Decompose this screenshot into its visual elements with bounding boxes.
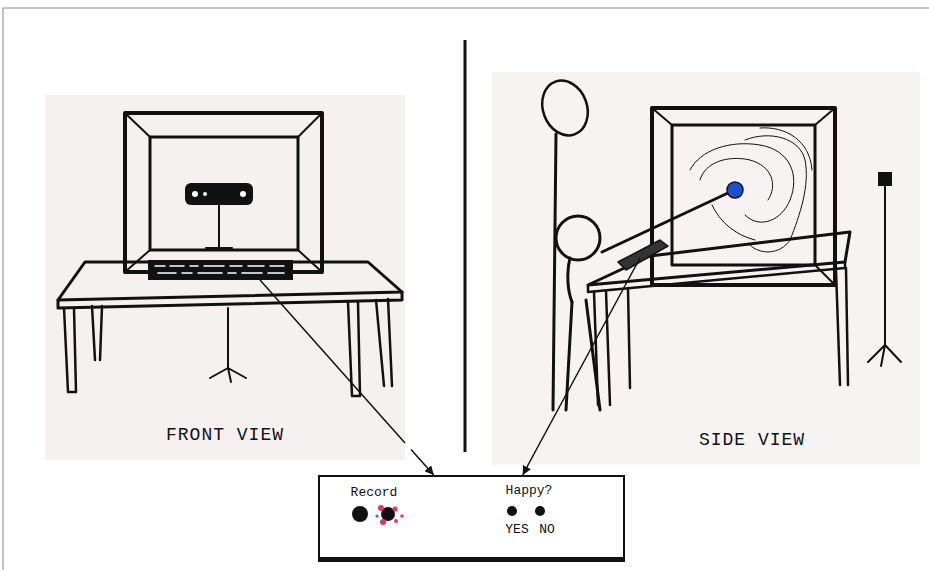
front-drawing <box>58 113 402 396</box>
view-title: SIDE VIEW <box>642 430 862 450</box>
frame <box>3 8 929 570</box>
panel-ground <box>45 95 405 460</box>
target-dot <box>727 182 743 198</box>
view-title: FRONT VIEW <box>45 425 405 445</box>
arrow-connector <box>411 449 434 475</box>
box-ground <box>318 475 625 562</box>
leader-line <box>260 280 405 443</box>
record-button <box>352 506 368 522</box>
no-button <box>535 506 545 516</box>
view-panel: SIDE VIEW <box>492 72 920 465</box>
panel-ground <box>492 72 920 465</box>
button-box: Record Happy? YESNO <box>318 475 625 562</box>
button-label: Happy? <box>489 483 569 498</box>
divider <box>464 40 467 452</box>
view-panel: FRONT VIEW <box>45 95 411 460</box>
button-label: NO <box>532 522 562 537</box>
button-label: YES <box>502 522 532 537</box>
leader-line <box>528 258 640 465</box>
arrow-connector <box>523 465 528 475</box>
side-drawing <box>535 74 901 410</box>
paint-splatter <box>376 505 404 525</box>
button-label: Record <box>334 485 414 500</box>
yes-button <box>507 506 517 516</box>
